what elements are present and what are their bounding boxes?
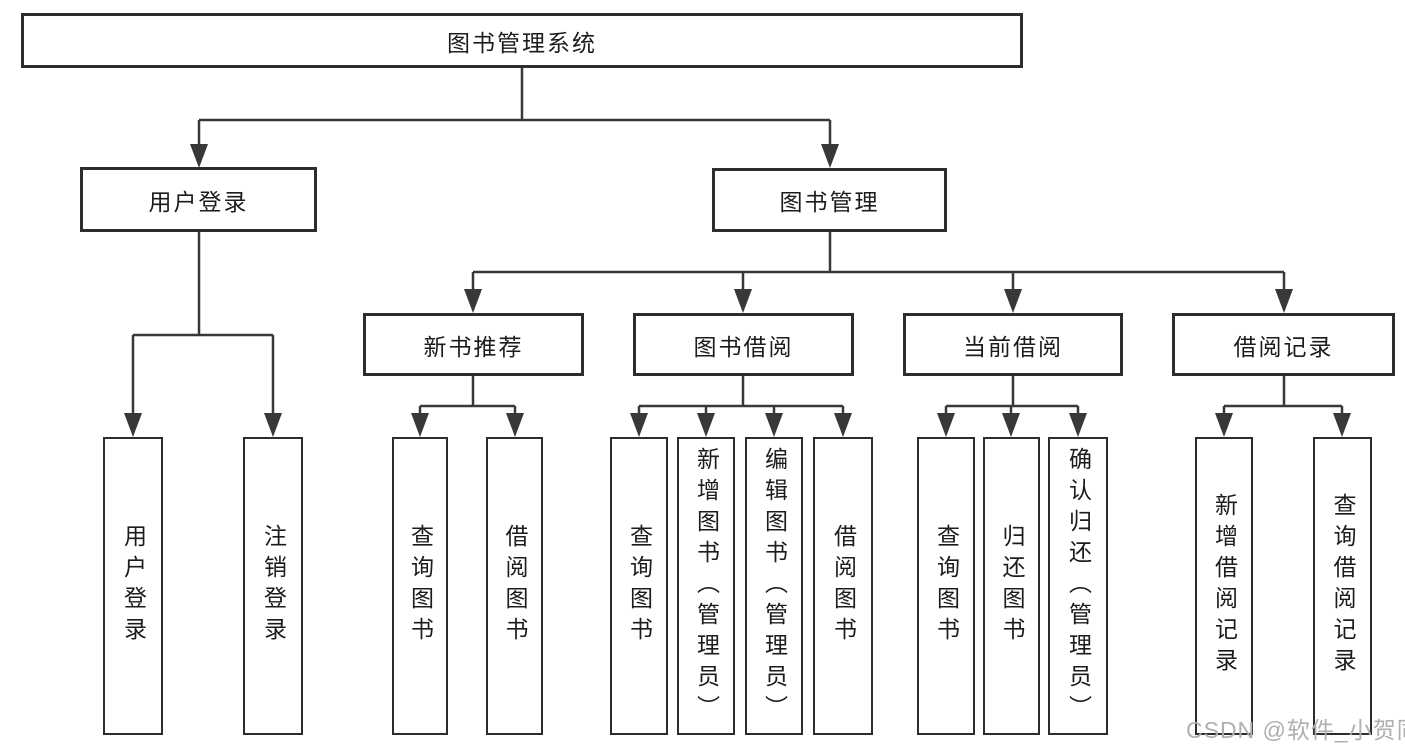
- leaf-label: 借阅图书: [502, 524, 528, 648]
- node-label: 借阅记录: [1233, 333, 1334, 360]
- leaf-add-book-admin: 新增图书（管理员）: [677, 437, 735, 735]
- leaf-add-borrow-record: 新增借阅记录: [1195, 437, 1253, 735]
- leaf-logout: 注销登录: [243, 437, 303, 735]
- node-user-login: 用户登录: [80, 167, 317, 232]
- leaf-label: 查询图书: [626, 524, 653, 648]
- leaf-borrow-books-1: 借阅图书: [486, 437, 543, 735]
- node-book-management: 图书管理: [712, 168, 947, 232]
- leaf-label: 确认归还（管理员）: [1065, 446, 1092, 726]
- leaf-edit-book-admin: 编辑图书（管理员）: [745, 437, 803, 735]
- leaf-label: 新增图书（管理员）: [693, 446, 720, 726]
- leaf-query-borrow-record: 查询借阅记录: [1313, 437, 1372, 735]
- node-label: 图书管理系统: [447, 29, 597, 56]
- node-label: 当前借阅: [963, 333, 1063, 360]
- watermark: CSDN @软件_小贺同学: [1186, 717, 1405, 743]
- node-label: 图书借阅: [693, 333, 794, 360]
- leaf-label: 归还图书: [999, 524, 1025, 648]
- node-label: 图书管理: [779, 189, 880, 215]
- leaf-query-books-3: 查询图书: [917, 437, 975, 735]
- leaf-confirm-return-admin: 确认归还（管理员）: [1048, 437, 1108, 735]
- leaf-label: 用户登录: [120, 524, 147, 648]
- leaf-borrow-books-2: 借阅图书: [813, 437, 873, 735]
- leaf-label: 查询图书: [407, 524, 434, 648]
- node-current-borrow: 当前借阅: [903, 313, 1123, 376]
- node-book-borrow: 图书借阅: [633, 313, 854, 376]
- leaf-label: 注销登录: [260, 524, 287, 648]
- leaf-label: 新增借阅记录: [1211, 493, 1238, 679]
- node-borrow-records: 借阅记录: [1172, 313, 1395, 376]
- leaf-query-books-2: 查询图书: [610, 437, 668, 735]
- leaf-label: 借阅图书: [830, 524, 857, 648]
- leaf-user-login: 用户登录: [103, 437, 163, 735]
- leaf-label: 查询图书: [933, 524, 960, 648]
- node-label: 新书推荐: [423, 333, 524, 360]
- arrowhead-icons: [124, 144, 1351, 437]
- node-root-system: 图书管理系统: [21, 13, 1023, 68]
- node-label: 用户登录: [148, 188, 249, 215]
- node-new-book-recommend: 新书推荐: [363, 313, 584, 376]
- leaf-label: 查询借阅记录: [1330, 493, 1356, 679]
- leaf-label: 编辑图书（管理员）: [761, 446, 788, 726]
- leaf-return-book: 归还图书: [983, 437, 1040, 735]
- leaf-query-books-1: 查询图书: [392, 437, 448, 735]
